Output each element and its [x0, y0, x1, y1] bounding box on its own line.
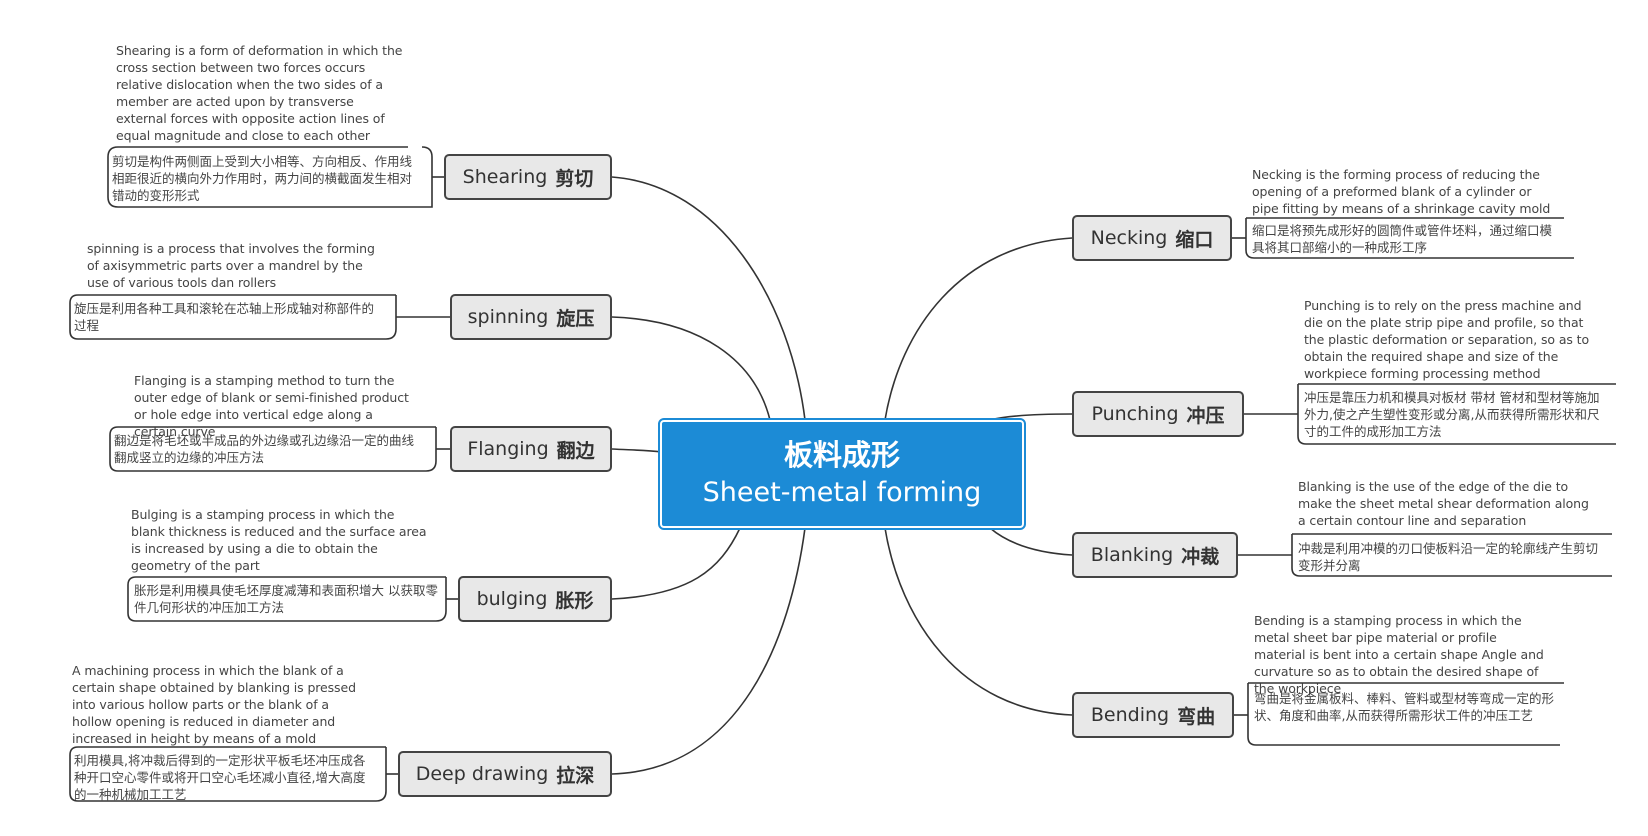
- topic-label-en: spinning: [467, 306, 549, 328]
- note-zh-flanging: 翻边是将毛坯或半成品的外边缘或孔边缘沿一定的曲线翻成竖立的边缘的冲压方法: [114, 433, 415, 465]
- topic-label-zh: 拉深: [556, 764, 595, 787]
- topic-label-en: Bending: [1090, 704, 1170, 726]
- topic-spinning[interactable]: spinning 旋压: [450, 294, 612, 340]
- topic-label-en: Flanging: [467, 438, 549, 460]
- central-topic[interactable]: 板料成形 Sheet-metal forming: [658, 418, 1026, 530]
- note-zh-deep-drawing: 利用模具,将冲裁后得到的一定形状平板毛坯冲压成各种开口空心零件或将开口空心毛坯减…: [74, 753, 366, 802]
- topic-label-en: Deep drawing: [415, 763, 549, 785]
- connector-punching: [989, 413, 1073, 421]
- note-en-flanging: Flanging is a stamping method to turn th…: [134, 373, 409, 439]
- note-en-punching: Punching is to rely on the press machine…: [1304, 298, 1590, 381]
- note-en-bulging: Bulging is a stamping process in which t…: [131, 507, 427, 573]
- note-en-spinning: spinning is a process that involves the …: [87, 241, 375, 290]
- topic-label-zh: 旋压: [556, 307, 595, 330]
- topic-bulging[interactable]: bulging 胀形: [458, 576, 612, 622]
- topic-label-en: Shearing: [462, 166, 548, 188]
- topic-necking[interactable]: Necking 缩口: [1072, 215, 1232, 261]
- note-zh-bulging: 胀形是利用模具使毛坯厚度减薄和表面积增大 以获取零件几何形状的冲压加工方法: [134, 583, 438, 615]
- note-en-necking: Necking is the forming process of reduci…: [1252, 167, 1551, 216]
- topic-label-zh: 冲压: [1186, 404, 1225, 427]
- note-zh-shearing: 剪切是构件两侧面上受到大小相等、方向相反、作用线相距很近的横向外力作用时，两力间…: [112, 154, 413, 203]
- connector-necking: [884, 237, 1073, 421]
- topic-label-zh: 弯曲: [1177, 705, 1216, 728]
- topic-flanging[interactable]: Flanging 翻边: [450, 426, 612, 472]
- note-en-deep-drawing: A machining process in which the blank o…: [72, 663, 356, 746]
- spinning-note-bracket: [69, 294, 397, 340]
- topic-label-zh: 翻边: [556, 439, 595, 462]
- flanging-note-bracket: [109, 426, 437, 472]
- shearing-note-bracket: [107, 146, 433, 208]
- central-title-en: Sheet-metal forming: [702, 477, 982, 508]
- bulging-note-bracket: [127, 576, 447, 622]
- central-title-zh: 板料成形: [783, 438, 900, 472]
- topic-punching[interactable]: Punching 冲压: [1072, 391, 1244, 437]
- connector-deep-drawing: [611, 527, 806, 775]
- blanking-note-bracket: [1291, 533, 1612, 577]
- note-en-blanking: Blanking is the use of the edge of the d…: [1298, 479, 1589, 528]
- topic-label-zh: 冲裁: [1181, 545, 1220, 568]
- connector-flanging: [611, 448, 663, 453]
- topic-label-en: bulging: [476, 588, 548, 610]
- connector-blanking: [989, 527, 1073, 556]
- punching-note-bracket: [1297, 383, 1616, 445]
- connector-shearing: [611, 176, 806, 421]
- note-zh-punching: 冲压是靠压力机和模具对板材 带材 管材和型材等施加外力,使之产生塑性变形或分离,…: [1304, 390, 1600, 439]
- topic-shearing[interactable]: Shearing 剪切: [444, 154, 612, 200]
- note-zh-necking: 缩口是将预先成形好的圆筒件或管件坯料，通过缩口模具将其口部缩小的一种成形工序: [1252, 223, 1553, 255]
- necking-note-bracket: [1245, 217, 1574, 259]
- deep-drawing-note-bracket: [69, 746, 387, 802]
- topic-label-zh: 缩口: [1175, 228, 1214, 251]
- connector-bending: [884, 527, 1073, 716]
- topic-deep-drawing[interactable]: Deep drawing 拉深: [398, 751, 612, 797]
- topic-label-en: Blanking: [1090, 544, 1174, 566]
- note-zh-blanking: 冲裁是利用冲模的刃口使板料沿一定的轮廓线产生剪切变形并分离: [1298, 541, 1599, 573]
- topic-blanking[interactable]: Blanking 冲裁: [1072, 532, 1238, 578]
- bending-note-bracket: [1247, 682, 1564, 746]
- note-en-bending: Bending is a stamping process in which t…: [1254, 613, 1544, 696]
- note-zh-spinning: 旋压是利用各种工具和滚轮在芯轴上形成轴对称部件的过程: [74, 301, 375, 333]
- note-en-shearing: Shearing is a form of deformation in whi…: [116, 43, 403, 143]
- topic-label-en: Necking: [1090, 227, 1168, 249]
- topic-bending[interactable]: Bending 弯曲: [1072, 692, 1234, 738]
- topic-label-zh: 胀形: [555, 589, 594, 612]
- topic-label-zh: 剪切: [555, 167, 594, 190]
- connector-bulging: [611, 527, 741, 600]
- connector-spinning: [611, 316, 771, 421]
- topic-label-en: Punching: [1091, 403, 1179, 425]
- note-zh-bending: 弯曲是将金属板料、棒料、管料或型材等弯成一定的形状、角度和曲率,从而获得所需形状…: [1254, 691, 1555, 723]
